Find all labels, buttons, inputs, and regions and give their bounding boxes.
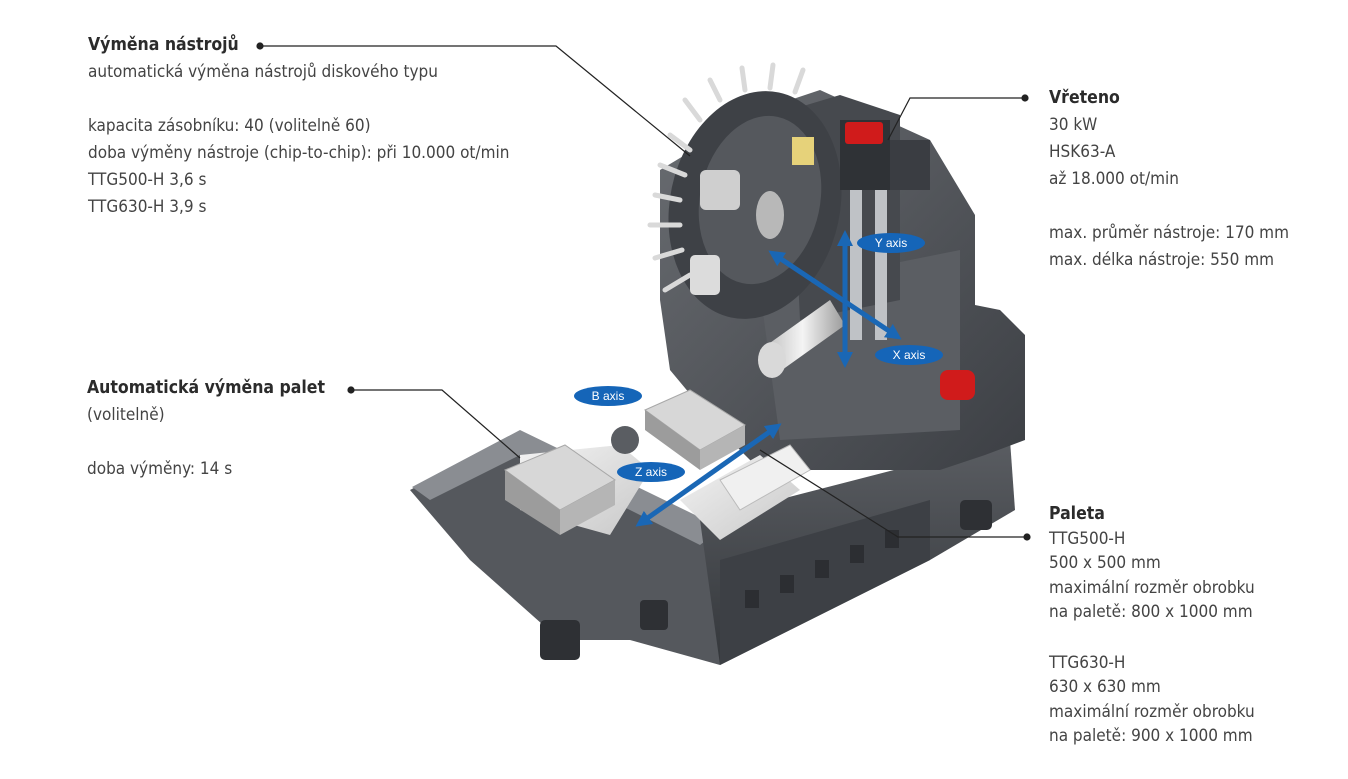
pallet-leader — [759, 449, 1024, 538]
y-axis-label: Y axis — [875, 236, 907, 250]
spindle-line: max. délka nástroje: 550 mm — [1049, 250, 1275, 270]
pallet-callout: Paleta TTG500-H 500 x 500 mm maximální r… — [1049, 502, 1255, 749]
tool-change-line: automatická výměna nástrojů diskového ty… — [88, 62, 438, 82]
pallet-line: TTG630-H — [1049, 652, 1126, 673]
spindle-title: Vřeteno — [1049, 88, 1120, 108]
pallet-line: 630 x 630 mm — [1049, 677, 1161, 697]
b-axis-label: B axis — [592, 389, 625, 403]
spindle-leader — [887, 97, 1022, 141]
pallet-line: 500 x 500 mm — [1049, 553, 1161, 573]
pallet-change-line: (volitelně) — [87, 405, 165, 425]
tool-change-line: kapacita zásobníku: 40 (volitelně 60) — [88, 116, 371, 136]
z-axis-badge: Z axis — [617, 462, 685, 482]
axis-arrows — [635, 229, 902, 527]
machine-base — [410, 430, 1015, 665]
spindle-line: HSK63-A — [1049, 142, 1116, 162]
tool-change-leader — [262, 45, 691, 157]
pallet-change-line: doba výměny: 14 s — [87, 459, 233, 479]
pallet-line: maximální rozměr obrobku — [1049, 577, 1255, 598]
pallet-line: TTG500-H — [1049, 528, 1126, 549]
pallet-leader-dot — [1023, 533, 1031, 541]
tool-change-title: Výměna nástrojů — [88, 35, 239, 55]
y-axis-badge: Y axis — [857, 233, 925, 253]
spindle-callout: Vřeteno 30 kW HSK63-A až 18.000 ot/min m… — [1049, 85, 1289, 274]
pallet-line: maximální rozměr obrobku — [1049, 701, 1255, 722]
spindle-line: až 18.000 ot/min — [1049, 169, 1179, 189]
x-axis-label: X axis — [893, 348, 926, 362]
pallet-change-title: Automatická výměna palet — [87, 378, 326, 398]
spindle-line: 30 kW — [1049, 115, 1098, 135]
pallet-change-callout: Automatická výměna palet (volitelně) dob… — [87, 375, 325, 483]
z-axis-label: Z axis — [635, 465, 667, 479]
tool-change-line: TTG630-H 3,9 s — [88, 197, 207, 217]
leader-lines — [256, 42, 1031, 541]
z-axis-arrow — [635, 423, 782, 527]
tool-change-callout: Výměna nástrojů automatická výměna nástr… — [88, 32, 509, 221]
tool-change-line: doba výměny nástroje (chip-to-chip): při… — [88, 143, 510, 163]
b-axis-badge: B axis — [574, 386, 642, 406]
pallet-line: na paletě: 800 x 1000 mm — [1049, 602, 1253, 622]
x-axis-badge: X axis — [875, 345, 943, 365]
spindle-line: max. průměr nástroje: 170 mm — [1049, 223, 1289, 243]
tool-change-line: TTG500-H 3,6 s — [88, 170, 207, 190]
x-axis-arrow — [768, 250, 902, 340]
spindle-leader-dot — [1021, 94, 1029, 102]
pallet-change-leader — [353, 389, 521, 459]
pallet-line: na paletě: 900 x 1000 mm — [1049, 726, 1253, 746]
pallet-title: Paleta — [1049, 504, 1105, 524]
